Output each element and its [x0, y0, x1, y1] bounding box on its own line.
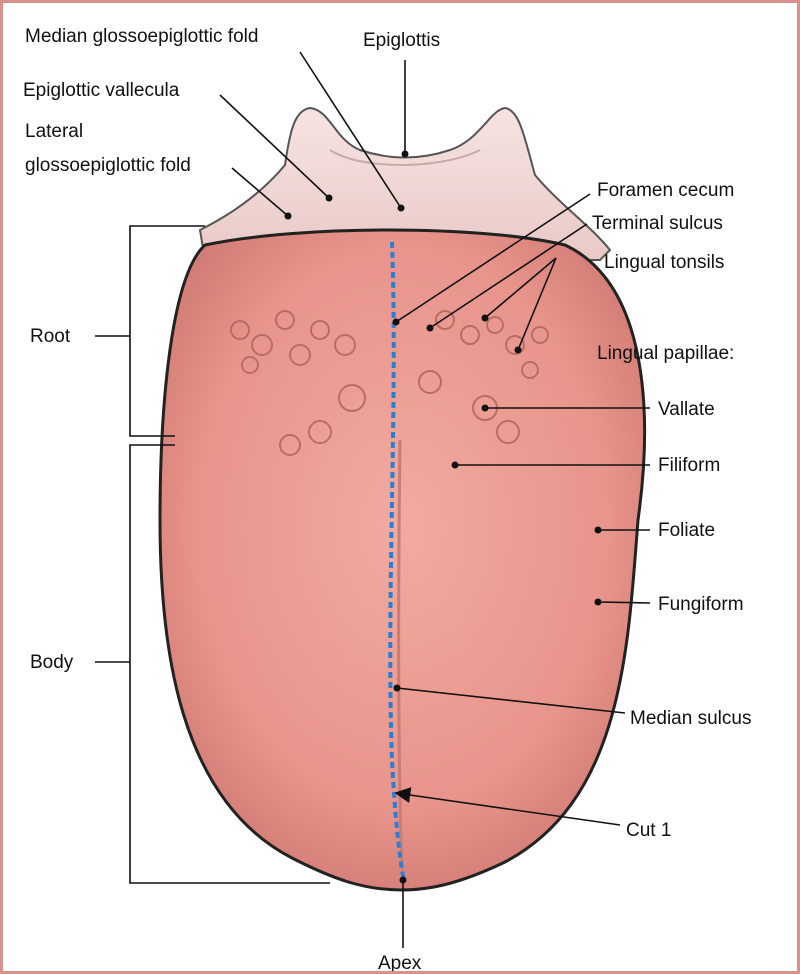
label-median-glossoepiglottic-fold: Median glossoepiglottic fold — [25, 26, 259, 47]
label-cut-1: Cut 1 — [626, 820, 672, 841]
median-sulcus-groove — [397, 439, 404, 871]
label-epiglottis: Epiglottis — [363, 30, 441, 51]
label-root: Root — [30, 326, 71, 347]
label-vallate: Vallate — [658, 399, 715, 420]
label-terminal-sulcus: Terminal sulcus — [592, 213, 723, 234]
label-lingual-papillae: Lingual papillae: — [597, 343, 735, 364]
label-filiform: Filiform — [658, 455, 721, 476]
papillae — [230, 310, 549, 456]
epiglottis-shape — [198, 106, 612, 261]
tongue-shape — [158, 228, 647, 892]
label-lingual-tonsils: Lingual tonsils — [604, 252, 725, 273]
label-lateral-fold-2: glossoepiglottic fold — [25, 155, 191, 176]
label-foliate: Foliate — [658, 520, 716, 541]
label-apex: Apex — [378, 953, 422, 974]
label-body: Body — [30, 652, 74, 673]
label-median-sulcus: Median sulcus — [630, 708, 752, 729]
label-foramen-cecum: Foramen cecum — [597, 180, 735, 201]
label-epiglottic-vallecula: Epiglottic vallecula — [23, 80, 180, 101]
leader-lines — [95, 51, 651, 948]
label-lateral-fold-1: Lateral — [25, 121, 84, 142]
leader-dots — [284, 150, 602, 884]
label-fungiform: Fungiform — [658, 594, 744, 615]
